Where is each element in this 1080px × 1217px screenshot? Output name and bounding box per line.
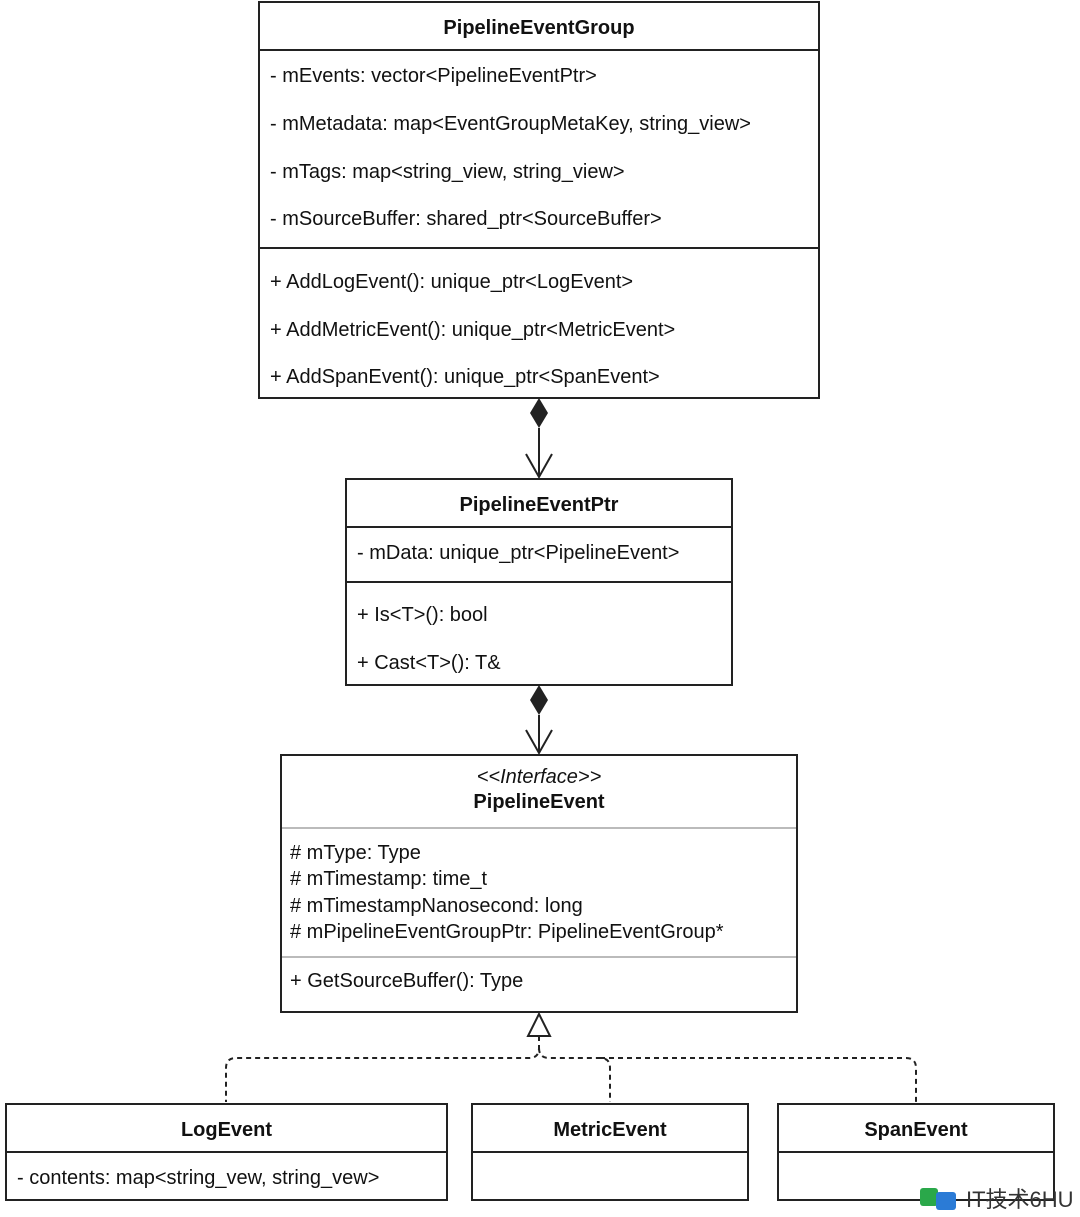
class-title: MetricEvent xyxy=(553,1119,667,1141)
class-span-event: SpanEvent xyxy=(777,1103,1055,1201)
watermark: IT技术6HU xyxy=(918,1182,1074,1214)
separator xyxy=(473,1151,747,1153)
class-title: PipelineEventPtr xyxy=(459,494,619,516)
attribute-line: - mEvents: vector<PipelineEventPtr> xyxy=(270,65,597,87)
watermark-text: IT技术6HU xyxy=(966,1187,1074,1212)
attribute-line: - mMetadata: map<EventGroupMetaKey, stri… xyxy=(270,113,751,135)
class-pipeline-event-group: PipelineEventGroup - mEvents: vector<Pip… xyxy=(258,1,820,399)
method-line: + AddSpanEvent(): unique_ptr<SpanEvent> xyxy=(270,366,660,388)
method-line: + GetSourceBuffer(): Type xyxy=(290,970,524,992)
attribute-line: # mTimestampNanosecond: long xyxy=(290,895,583,917)
attribute-line: # mTimestamp: time_t xyxy=(290,868,488,890)
attribute-line: - mTags: map<string_view, string_view> xyxy=(270,161,625,183)
class-metric-event: MetricEvent xyxy=(471,1103,749,1201)
composition-group-to-ptr xyxy=(525,398,553,480)
class-title: PipelineEventGroup xyxy=(443,17,635,39)
separator xyxy=(282,827,796,829)
interface-pipeline-event: <<Interface>> PipelineEvent # mType: Typ… xyxy=(280,754,798,1013)
separator xyxy=(260,247,818,249)
method-line: + Cast<T>(): T& xyxy=(357,652,501,674)
watermark-logo-icon xyxy=(918,1184,960,1212)
separator xyxy=(7,1151,446,1153)
separator xyxy=(260,49,818,51)
attribute-line: # mPipelineEventGroupPtr: PipelineEventG… xyxy=(290,921,724,943)
method-line: + Is<T>(): bool xyxy=(357,604,488,626)
class-title: SpanEvent xyxy=(864,1119,968,1141)
class-log-event: LogEvent - contents: map<string_vew, str… xyxy=(5,1103,448,1201)
class-title: PipelineEvent xyxy=(473,791,605,813)
method-line: + AddMetricEvent(): unique_ptr<MetricEve… xyxy=(270,319,676,341)
separator xyxy=(347,526,731,528)
attribute-line: - mSourceBuffer: shared_ptr<SourceBuffer… xyxy=(270,208,662,230)
separator xyxy=(282,956,796,958)
realization-connectors xyxy=(225,1011,917,1102)
method-line: + AddLogEvent(): unique_ptr<LogEvent> xyxy=(270,271,634,293)
composition-ptr-to-event xyxy=(525,685,553,756)
separator xyxy=(779,1151,1053,1153)
separator xyxy=(347,581,731,583)
class-pipeline-event-ptr: PipelineEventPtr - mData: unique_ptr<Pip… xyxy=(345,478,733,686)
attribute-line: # mType: Type xyxy=(290,842,421,864)
stereotype-label: <<Interface>> xyxy=(476,766,602,788)
class-title: LogEvent xyxy=(180,1119,273,1141)
attribute-line: - mData: unique_ptr<PipelineEvent> xyxy=(357,542,680,564)
attribute-line: - contents: map<string_vew, string_vew> xyxy=(17,1167,380,1189)
